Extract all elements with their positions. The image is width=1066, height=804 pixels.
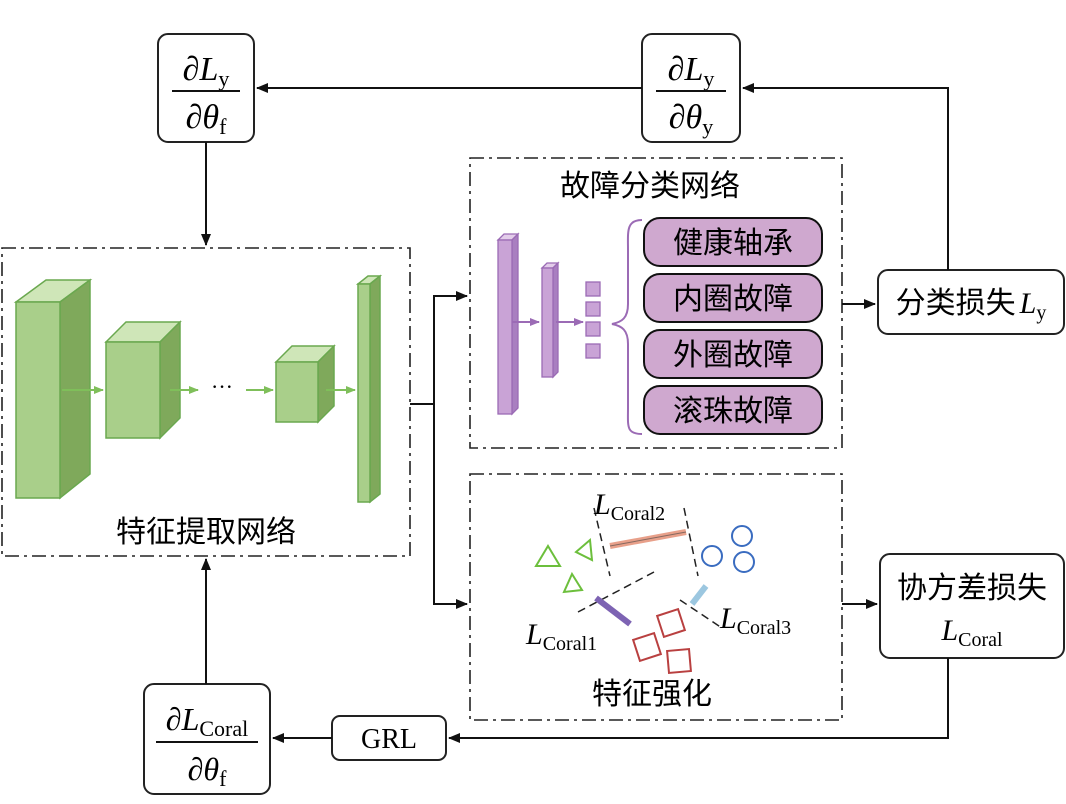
gradient-ly-thetaf-box: ∂Ly ∂θf	[157, 33, 255, 143]
cov-loss-line1: 协方差损失	[897, 571, 1047, 606]
coral2-label: LCoral2	[593, 488, 665, 525]
coral3-label: LCoral3	[719, 602, 791, 639]
conv-layer-cube-2	[104, 320, 182, 440]
cov-loss-sub: Coral	[958, 629, 1003, 651]
arrow-extraction-to-classification	[410, 291, 468, 405]
coral1-distance-arrow	[594, 595, 632, 627]
svg-text:∂θy: ∂θy	[669, 99, 714, 139]
fault-class-healthy: 健康轴承	[643, 217, 823, 267]
grad-lcoral-num: ∂L	[166, 701, 200, 737]
gradient-ly-thetay-box: ∂Ly ∂θy	[641, 33, 741, 143]
grl-box: GRL	[331, 715, 447, 761]
connectors	[201, 83, 949, 743]
svg-text:∂Ly: ∂Ly	[668, 51, 715, 91]
grad-ly-thetay-num-sub: y	[703, 66, 714, 91]
fault-class-label-2: 外圈故障	[673, 338, 793, 373]
feature-extraction-network: ··· 特征提取网络	[1, 247, 411, 557]
grad-ly-thetaf-den-sub: f	[219, 114, 227, 139]
gradient-lcoral-thetaf-box: ∂LCoral ∂θf	[143, 683, 271, 795]
classifier-layer-2	[540, 261, 560, 379]
grad-ly-thetay-den-sub: y	[702, 114, 713, 139]
svg-text:∂LCoral: ∂LCoral	[166, 701, 249, 741]
coral3-distance-arrow	[689, 584, 709, 606]
svg-text:∂Ly: ∂Ly	[183, 51, 230, 91]
svg-text:LCoral: LCoral	[940, 614, 1003, 651]
classifier-output-units	[585, 281, 601, 359]
arrow-covloss-to-grl	[448, 658, 949, 743]
grad-lcoral-den: ∂θ	[188, 751, 220, 787]
conv-layer-cube-3	[274, 344, 336, 424]
grad-ly-thetaf-num-sub: y	[218, 66, 229, 91]
triangle-samples	[534, 537, 594, 594]
feature-enhancement: LCoral2 LCoral1 LCoral3 特征强化	[469, 473, 843, 721]
fault-class-label-3: 滚珠故障	[673, 394, 793, 429]
classifier-layer-1	[496, 232, 520, 416]
fault-class-label-0: 健康轴承	[673, 226, 793, 261]
layer-ellipsis: ···	[211, 374, 233, 399]
grad-ly-thetaf-num: ∂L	[183, 51, 219, 88]
classification-network-title: 故障分类网络	[560, 169, 740, 204]
grl-label: GRL	[361, 724, 417, 755]
fault-class-inner-race: 内圈故障	[643, 273, 823, 323]
conv-layer-cube-1	[13, 278, 93, 500]
fault-class-label-1: 内圈故障	[673, 282, 793, 317]
arrow-classloss-to-grad	[742, 83, 949, 270]
grad-ly-thetay-den: ∂θ	[669, 99, 703, 136]
grad-ly-thetay-num: ∂L	[668, 51, 704, 88]
fault-class-outer-race: 外圈故障	[643, 329, 823, 379]
fault-classification-network: 故障分类网络 健康轴承 内圈故障	[469, 157, 843, 449]
extraction-network-label: 特征提取网络	[116, 515, 296, 550]
svg-text:∂θf: ∂θf	[188, 751, 228, 791]
square-samples	[631, 607, 693, 675]
class-loss-sub: y	[1036, 302, 1046, 324]
grad-lcoral-den-sub: f	[219, 766, 227, 791]
cov-loss-symbol: L	[940, 614, 958, 647]
enhancement-label: 特征强化	[592, 677, 712, 712]
grad-ly-thetaf-den: ∂θ	[186, 99, 220, 136]
covariance-loss-box: 协方差损失 LCoral	[879, 553, 1065, 659]
class-loss-symbol: L	[1019, 287, 1037, 320]
class-loss-prefix: 分类损失	[896, 286, 1016, 321]
coral2-distance-arrow	[609, 529, 687, 549]
arrow-extraction-to-enhancement	[433, 404, 468, 609]
svg-text:∂θf: ∂θf	[186, 99, 228, 139]
grad-lcoral-num-sub: Coral	[199, 716, 248, 741]
coral1-label: LCoral1	[525, 618, 597, 655]
fc-layer-slab	[355, 274, 383, 504]
circle-samples	[701, 525, 755, 573]
fault-class-ball: 滚珠故障	[643, 385, 823, 435]
